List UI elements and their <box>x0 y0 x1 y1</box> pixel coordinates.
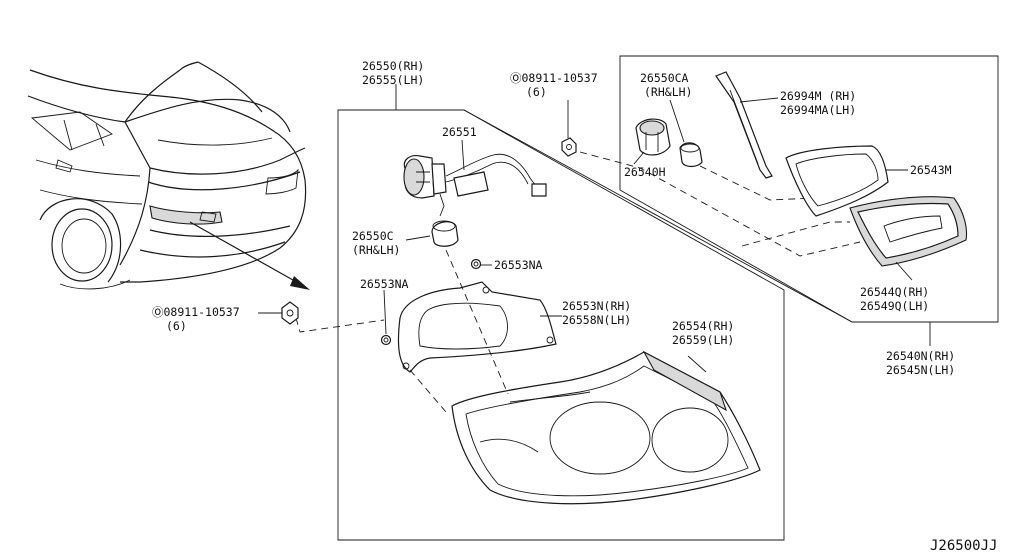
socket-harness-icon <box>403 153 547 217</box>
seal-strip-icon <box>715 71 773 179</box>
bolt-icon <box>561 137 577 157</box>
label-gasket-lh: 26558N(LH) <box>562 313 631 327</box>
label-bolt-left-num: Ⓞ08911-10537 <box>152 305 240 319</box>
label-assy-lh: 26545N(LH) <box>886 363 955 377</box>
label-nut-na-right: 26553NA <box>494 258 543 272</box>
nut-icon <box>470 258 482 270</box>
label-nut-na-left: 26553NA <box>360 277 409 291</box>
label-bolt-top-qty: (6) <box>526 85 547 99</box>
assembly-box-26550 <box>337 84 785 541</box>
car-rear-illustration <box>27 61 307 290</box>
label-inner-rh: 26544Q(RH) <box>860 285 929 299</box>
label-bolt-left-qty: (6) <box>166 319 187 333</box>
gasket-icon <box>397 281 557 373</box>
diagram-id: J26500JJ <box>930 538 997 554</box>
label-bolt-top-num: Ⓞ08911-10537 <box>510 71 598 85</box>
socket-icon <box>635 118 671 156</box>
nut-icon <box>380 334 392 346</box>
label-seal-rh: 26994M (RH) <box>780 89 856 103</box>
lens-icon <box>451 350 761 505</box>
label-bulb-c-side: (RH&LH) <box>352 243 400 257</box>
label-bulb-c-num: 26550C <box>352 229 394 243</box>
label-housing-rh: 26550(RH) <box>362 59 424 73</box>
inner-lens-icon <box>849 196 968 267</box>
label-inner-lh: 26549Q(LH) <box>860 299 929 313</box>
bulb-icon <box>679 142 703 168</box>
label-frame-m: 26543M <box>910 163 952 177</box>
assembly-box-26540N <box>463 55 999 346</box>
label-lens-rh: 26554(RH) <box>672 319 734 333</box>
frame-icon <box>785 145 889 217</box>
label-bulb-ca-side: (RH&LH) <box>644 85 692 99</box>
bolt-icon <box>281 301 299 325</box>
label-socket-h: 26540H <box>624 165 666 179</box>
label-housing-lh: 26555(LH) <box>362 73 424 87</box>
label-gasket-rh: 26553N(RH) <box>562 299 631 313</box>
arrow-icon <box>189 221 310 290</box>
label-lens-lh: 26559(LH) <box>672 333 734 347</box>
bulb-icon <box>431 220 459 247</box>
label-socket-harness: 26551 <box>442 125 477 139</box>
label-assy-rh: 26540N(RH) <box>886 349 955 363</box>
label-bulb-ca-num: 26550CA <box>640 71 689 85</box>
label-seal-lh: 26994MA(LH) <box>780 103 856 117</box>
